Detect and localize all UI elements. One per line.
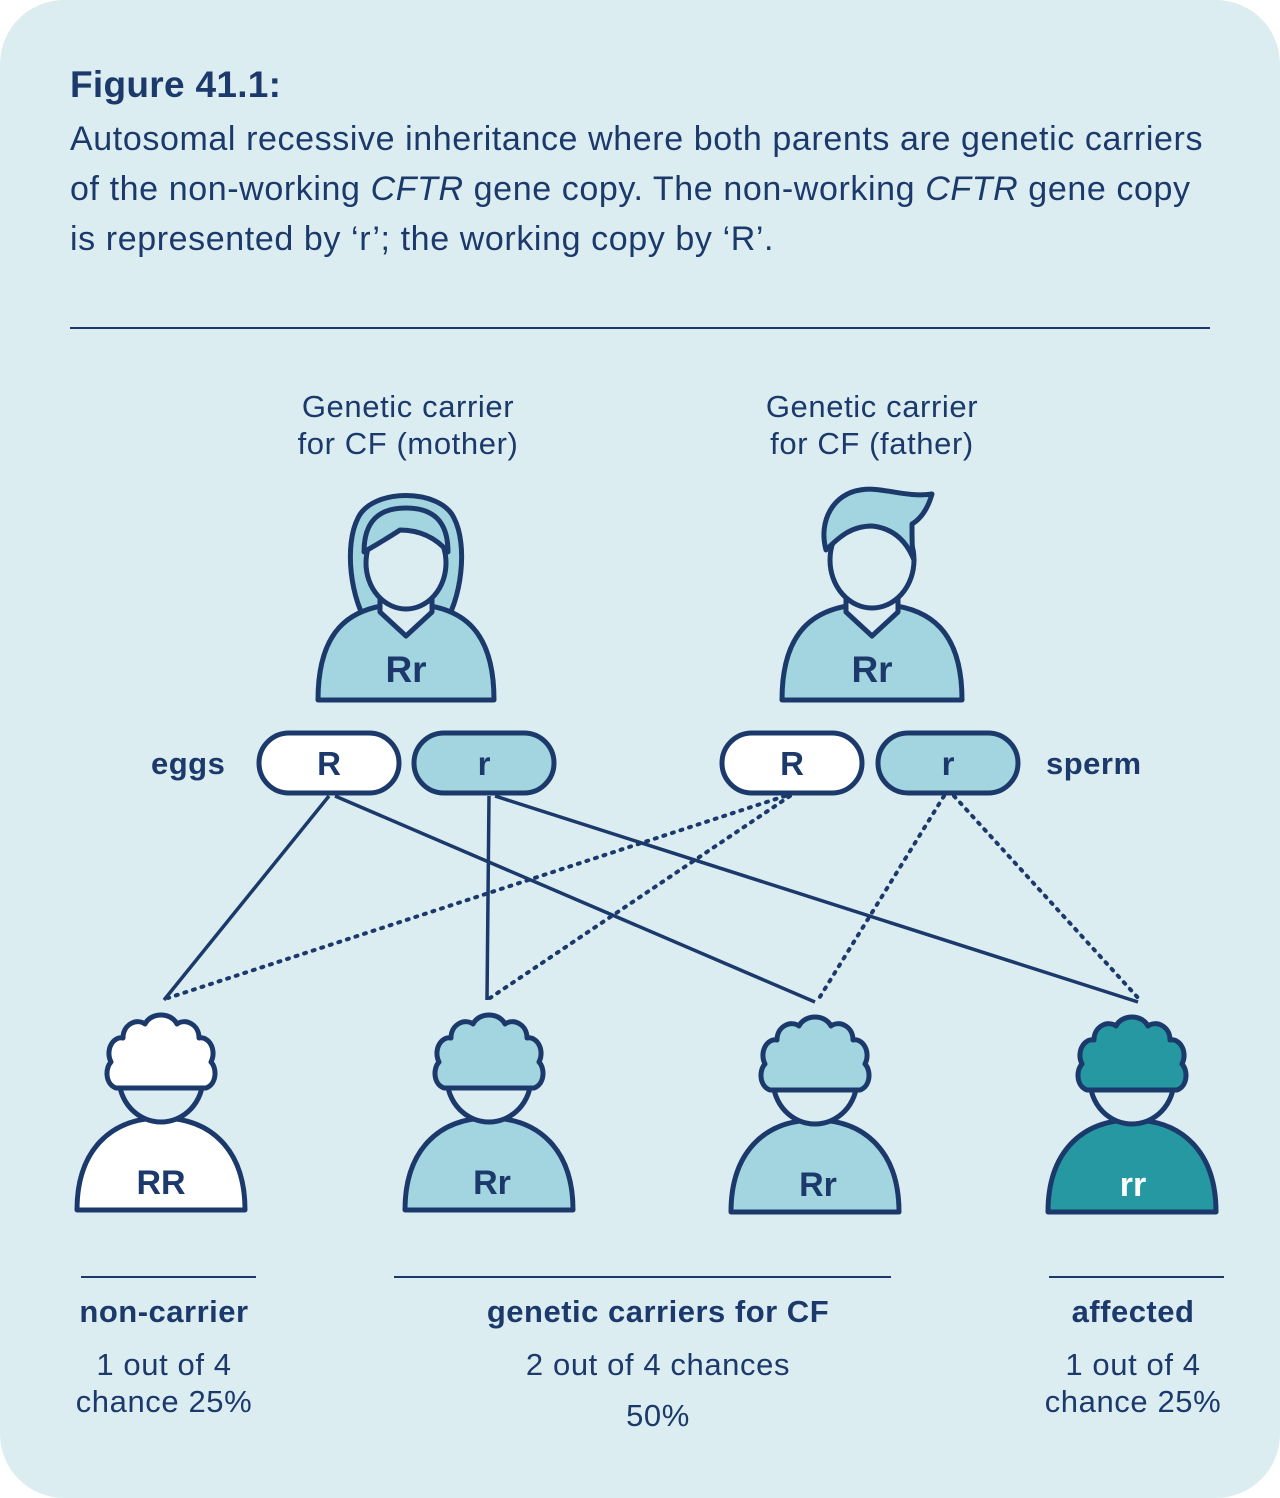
child-4-figure — [1045, 1017, 1219, 1215]
egg-allele-R-pill — [256, 730, 402, 796]
affected-line2: chance 25% — [1044, 1384, 1222, 1419]
sperm-allele-r-pill — [875, 730, 1021, 796]
figure-caption: Autosomal recessive inheritance where bo… — [70, 114, 1220, 264]
child-4-hair — [1078, 1017, 1186, 1090]
sperm-allele-R-pill — [719, 730, 865, 796]
caption-gene-name: CFTR — [370, 170, 464, 208]
child-4-genotype: rr — [1120, 1166, 1146, 1204]
affected-odds: 1 out of 4 chance 25% — [1003, 1346, 1263, 1420]
mother-label: Genetic carrier for CF (mother) — [228, 388, 588, 462]
line-father-R-to-child-2 — [488, 794, 792, 1000]
caption-gene-name: CFTR — [925, 170, 1019, 208]
caption-text: Autosomal recessive inheritance where bo… — [70, 120, 1204, 208]
child-2-genotype: Rr — [473, 1164, 511, 1202]
father-hair — [821, 486, 935, 563]
child-1-figure — [74, 1015, 248, 1213]
mother-label-line2: for CF (mother) — [297, 426, 519, 461]
child-1-hair — [107, 1015, 215, 1088]
non-carrier-odds: 1 out of 4 chance 25% — [34, 1346, 294, 1420]
carriers-title: genetic carriers for CF — [486, 1294, 830, 1329]
line-mother-r-to-child-4 — [494, 794, 1139, 1004]
carriers-line2: 50% — [626, 1398, 690, 1433]
father-genotype: Rr — [851, 649, 892, 690]
affected-divider — [1049, 1276, 1224, 1278]
affected-line1: 1 out of 4 — [1065, 1347, 1201, 1382]
non-carrier-title: non-carrier — [79, 1294, 249, 1329]
egg-allele-R: R — [317, 745, 341, 782]
affected-title: affected — [1071, 1294, 1195, 1329]
line-father-R-to-child-1 — [166, 794, 787, 1000]
mother-label-line1: Genetic carrier — [301, 389, 515, 424]
sperm-label: sperm — [1046, 746, 1142, 781]
child-3-figure — [728, 1017, 902, 1215]
mother-fringe — [361, 505, 451, 555]
figure-title: Figure 41.1: — [70, 64, 282, 105]
eggs-label: eggs — [151, 746, 226, 781]
mother-figure — [315, 493, 497, 703]
caption-text: gene copy. The non-working — [463, 170, 926, 208]
child-1-genotype: RR — [136, 1164, 185, 1202]
non-carrier-line2: chance 25% — [75, 1384, 253, 1419]
carriers-odds: 2 out of 4 chances 50% — [408, 1346, 908, 1434]
caption-text: gene copy is represented by ‘r’; the wor… — [70, 170, 1191, 258]
mother-genotype: Rr — [385, 649, 426, 690]
line-mother-r-to-child-2 — [485, 795, 491, 1001]
sperm-allele-r: r — [942, 745, 955, 782]
child-2-figure — [402, 1015, 576, 1213]
father-figure — [779, 486, 965, 703]
non-carrier-line1: 1 out of 4 — [96, 1347, 232, 1382]
carriers-line1: 2 out of 4 chances — [525, 1347, 791, 1382]
gamete-pills — [256, 730, 1021, 796]
child-2-hair — [435, 1015, 543, 1088]
line-father-r-to-child-3 — [816, 794, 946, 1002]
father-label-line1: Genetic carrier — [765, 389, 979, 424]
inheritance-lines — [162, 794, 1142, 1004]
father-label: Genetic carrier for CF (father) — [692, 388, 1052, 462]
line-mother-R-to-child-1 — [162, 794, 331, 1002]
child-3-hair — [761, 1017, 869, 1090]
non-carrier-divider — [81, 1276, 256, 1278]
line-mother-R-to-child-3 — [334, 794, 816, 1004]
carriers-divider — [394, 1276, 891, 1278]
line-father-r-to-child-4 — [952, 794, 1142, 1002]
caption-divider — [70, 327, 1210, 329]
egg-allele-r: r — [478, 745, 491, 782]
father-label-line2: for CF (father) — [770, 426, 974, 461]
child-3-genotype: Rr — [799, 1166, 837, 1204]
egg-allele-r-pill — [411, 730, 557, 796]
sperm-allele-R: R — [780, 745, 804, 782]
